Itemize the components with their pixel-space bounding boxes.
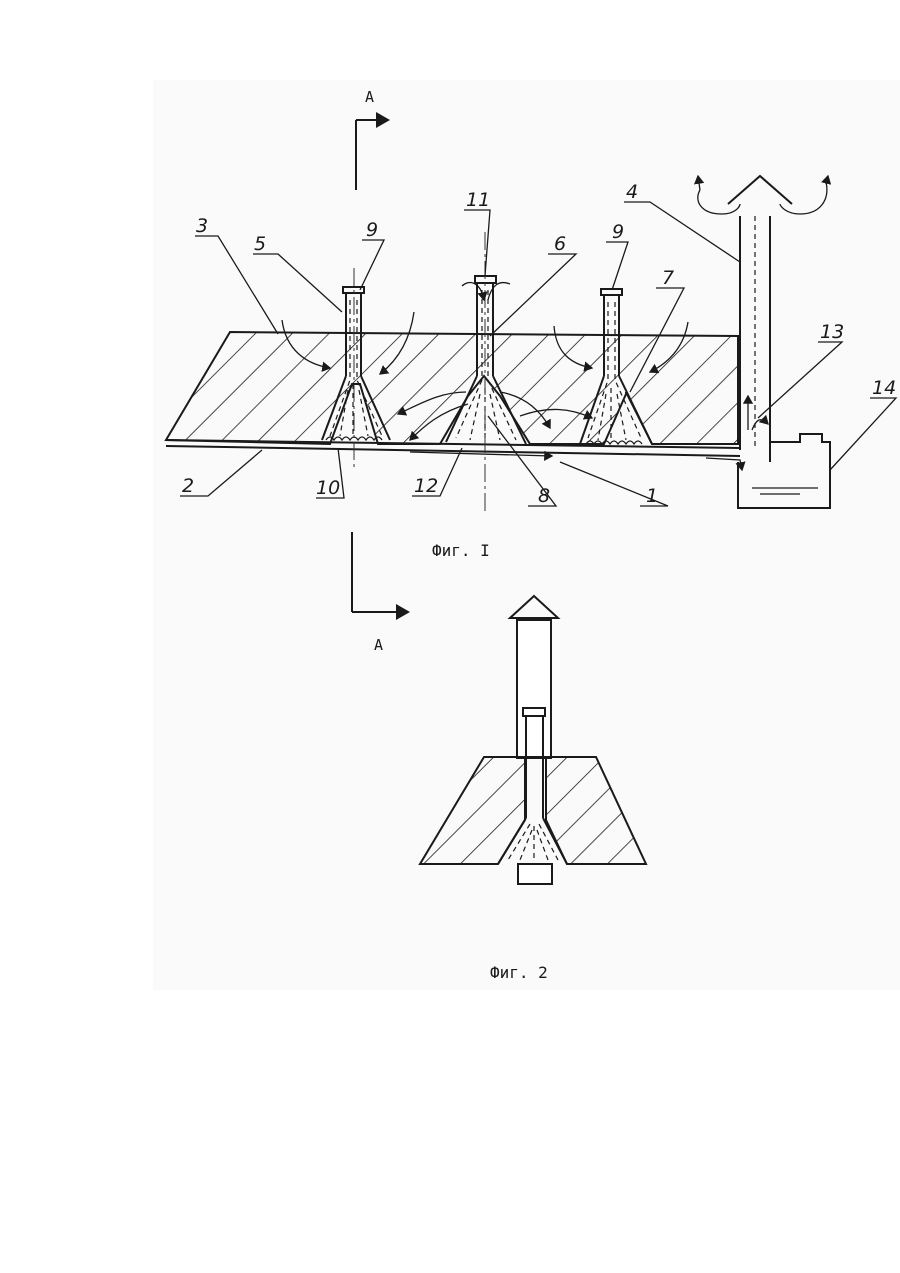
label-1: 1 <box>646 485 658 507</box>
label-9-left: 9 <box>366 219 378 241</box>
label-4: 4 <box>626 181 638 203</box>
section-mark-top: A <box>365 88 374 106</box>
label-6: 6 <box>554 233 566 255</box>
label-8: 8 <box>538 485 550 507</box>
label-7: 7 <box>662 267 674 289</box>
label-3: 3 <box>196 215 208 237</box>
section-body <box>420 757 646 864</box>
reservoir <box>738 434 830 508</box>
label-14: 14 <box>872 377 896 399</box>
label-12: 12 <box>414 475 438 497</box>
label-11: 11 <box>466 189 490 211</box>
label-9-right: 9 <box>612 221 624 243</box>
label-13: 13 <box>820 321 844 343</box>
figure-1-caption: Фиг. I <box>432 541 490 560</box>
label-5: 5 <box>254 233 266 255</box>
figure-2: Фиг. 2 <box>420 596 646 982</box>
section-mark-bottom: A <box>374 636 383 654</box>
figure-2-caption: Фиг. 2 <box>490 963 548 982</box>
label-2: 2 <box>182 475 194 497</box>
figure-1: A A <box>166 88 896 654</box>
label-10: 10 <box>316 477 340 499</box>
